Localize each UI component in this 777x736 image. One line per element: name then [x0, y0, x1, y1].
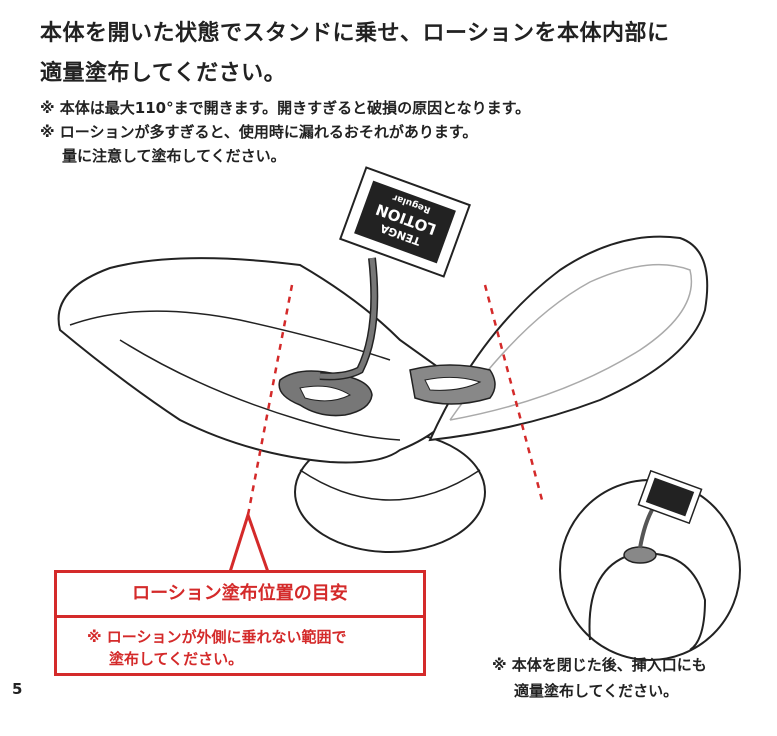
inset-packet-label: [645, 477, 695, 517]
lotion-position-callout: ローション塗布位置の目安 ※ ローションが外側に垂れない範囲で 塗布してください…: [54, 570, 426, 676]
guide-line-right: [483, 284, 544, 501]
lotion-left-gap: [299, 385, 352, 402]
callout-body-line-1: ※ ローションが外側に垂れない範囲で: [87, 628, 347, 646]
title-line-1: 本体を開いた状態でスタンドに乗せ、ローションを本体内部に: [40, 21, 670, 46]
callout-body: ※ ローションが外側に垂れない範囲で 塗布してください。: [57, 618, 423, 670]
closed-view-note: ※ 本体を閉じた後、挿入口にも 適量塗布してください。: [492, 652, 707, 704]
lotion-stream: [319, 257, 377, 379]
callout-body-line-2: 塗布してください。: [109, 650, 244, 668]
guide-line-left: [246, 284, 294, 516]
inset-lotion-packet: [637, 469, 703, 525]
side-note-line-1: ※ 本体を閉じた後、挿入口にも: [492, 656, 707, 674]
side-note-line-2: 適量塗布してください。: [514, 682, 679, 700]
callout-heading: ローション塗布位置の目安: [57, 573, 423, 618]
note-lotion-amount: ※ ローションが多すぎると、使用時に漏れるおそれがあります。: [40, 123, 478, 141]
right-shell-inner-edge: [449, 263, 693, 421]
packet-label: [354, 180, 456, 264]
left-shell-inner-edge: [69, 310, 391, 361]
inset-insertion-opening: [623, 546, 657, 564]
stand-base-rim: [299, 469, 481, 501]
page-number: 5: [12, 680, 23, 698]
lotion-packet: TENGA LOTION Regular: [339, 166, 471, 278]
lotion-right-gap: [424, 376, 482, 391]
caution-notes: ※ 本体は最大110°まで開きます。開きすぎると破損の原因となります。 ※ ロー…: [40, 96, 530, 168]
right-shell: [428, 235, 709, 442]
callout-pointer: [228, 510, 270, 573]
title-line-2: 適量塗布してください。: [40, 61, 287, 86]
inset-closed-body: [588, 552, 707, 651]
note-lotion-amount-cont: 量に注意して塗布してください。: [62, 147, 286, 165]
page-title: 本体を開いた状態でスタンドに乗せ、ローションを本体内部に 適量塗布してください。: [40, 14, 670, 94]
left-shell-lower-edge: [119, 339, 401, 441]
note-max-angle: ※ 本体は最大110°まで開きます。開きすぎると破損の原因となります。: [40, 99, 531, 117]
